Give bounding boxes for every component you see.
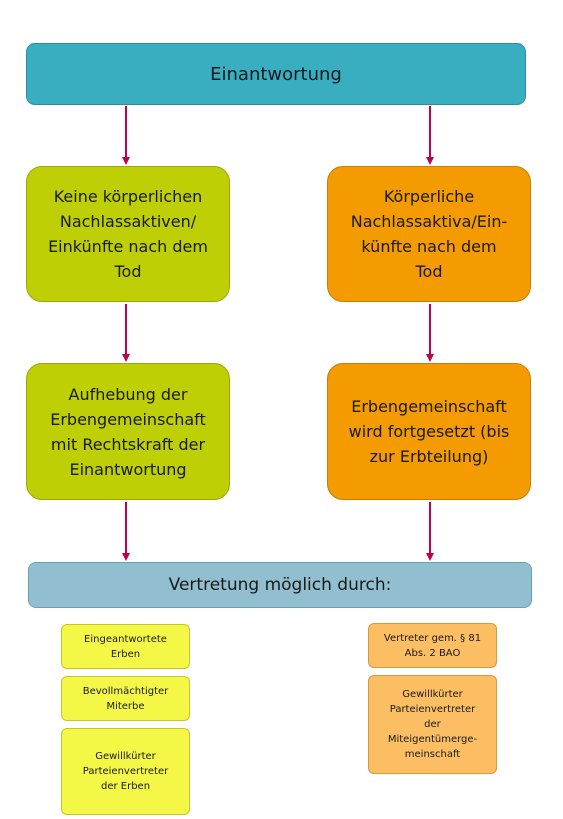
left-level2-text: Aufhebung der Erbengemeinschaft mit Rech…: [50, 384, 206, 479]
left-level1-text: Keine körperlichen Nachlassaktiven/ Eink…: [48, 187, 208, 281]
left-level1-box: Keine körperlichen Nachlassaktiven/ Eink…: [26, 166, 230, 302]
left-option-2: Bevollmächtigter Miterbe: [61, 676, 190, 721]
left-option-3-text: Gewillkürter Parteienvertreter der Erben: [82, 751, 169, 792]
einantwortung-label: Einantwortung: [210, 63, 342, 85]
right-level2-box: Erbengemeinschaft wird fortgesetzt (bis …: [327, 363, 531, 500]
right-option-2: Gewillkürter Parteienvertreter der Mitei…: [368, 675, 497, 774]
right-level2-text: Erbengemeinschaft wird fortgesetzt (bis …: [348, 397, 510, 466]
right-option-1-text: Vertreter gem. § 81 Abs. 2 BAO: [383, 632, 482, 659]
einantwortung-box: Einantwortung: [26, 43, 526, 105]
right-option-2-text: Gewillkürter Parteienvertreter der Mitei…: [387, 689, 478, 760]
right-option-1: Vertreter gem. § 81 Abs. 2 BAO: [368, 623, 497, 668]
left-option-1-text: Eingeantwortete Erben: [84, 633, 167, 660]
left-level2-box: Aufhebung der Erbengemeinschaft mit Rech…: [26, 363, 230, 500]
left-option-2-text: Bevollmächtigter Miterbe: [82, 685, 169, 712]
right-level1-text: Körperliche Nachlassaktiva/Ein- künfte n…: [350, 187, 508, 281]
left-option-1: Eingeantwortete Erben: [61, 624, 190, 669]
representation-label: Vertretung möglich durch:: [168, 575, 392, 595]
right-level1-box: Körperliche Nachlassaktiva/Ein- künfte n…: [327, 166, 531, 302]
representation-bar: Vertretung möglich durch:: [28, 562, 532, 608]
left-option-3: Gewillkürter Parteienvertreter der Erben: [61, 728, 190, 815]
